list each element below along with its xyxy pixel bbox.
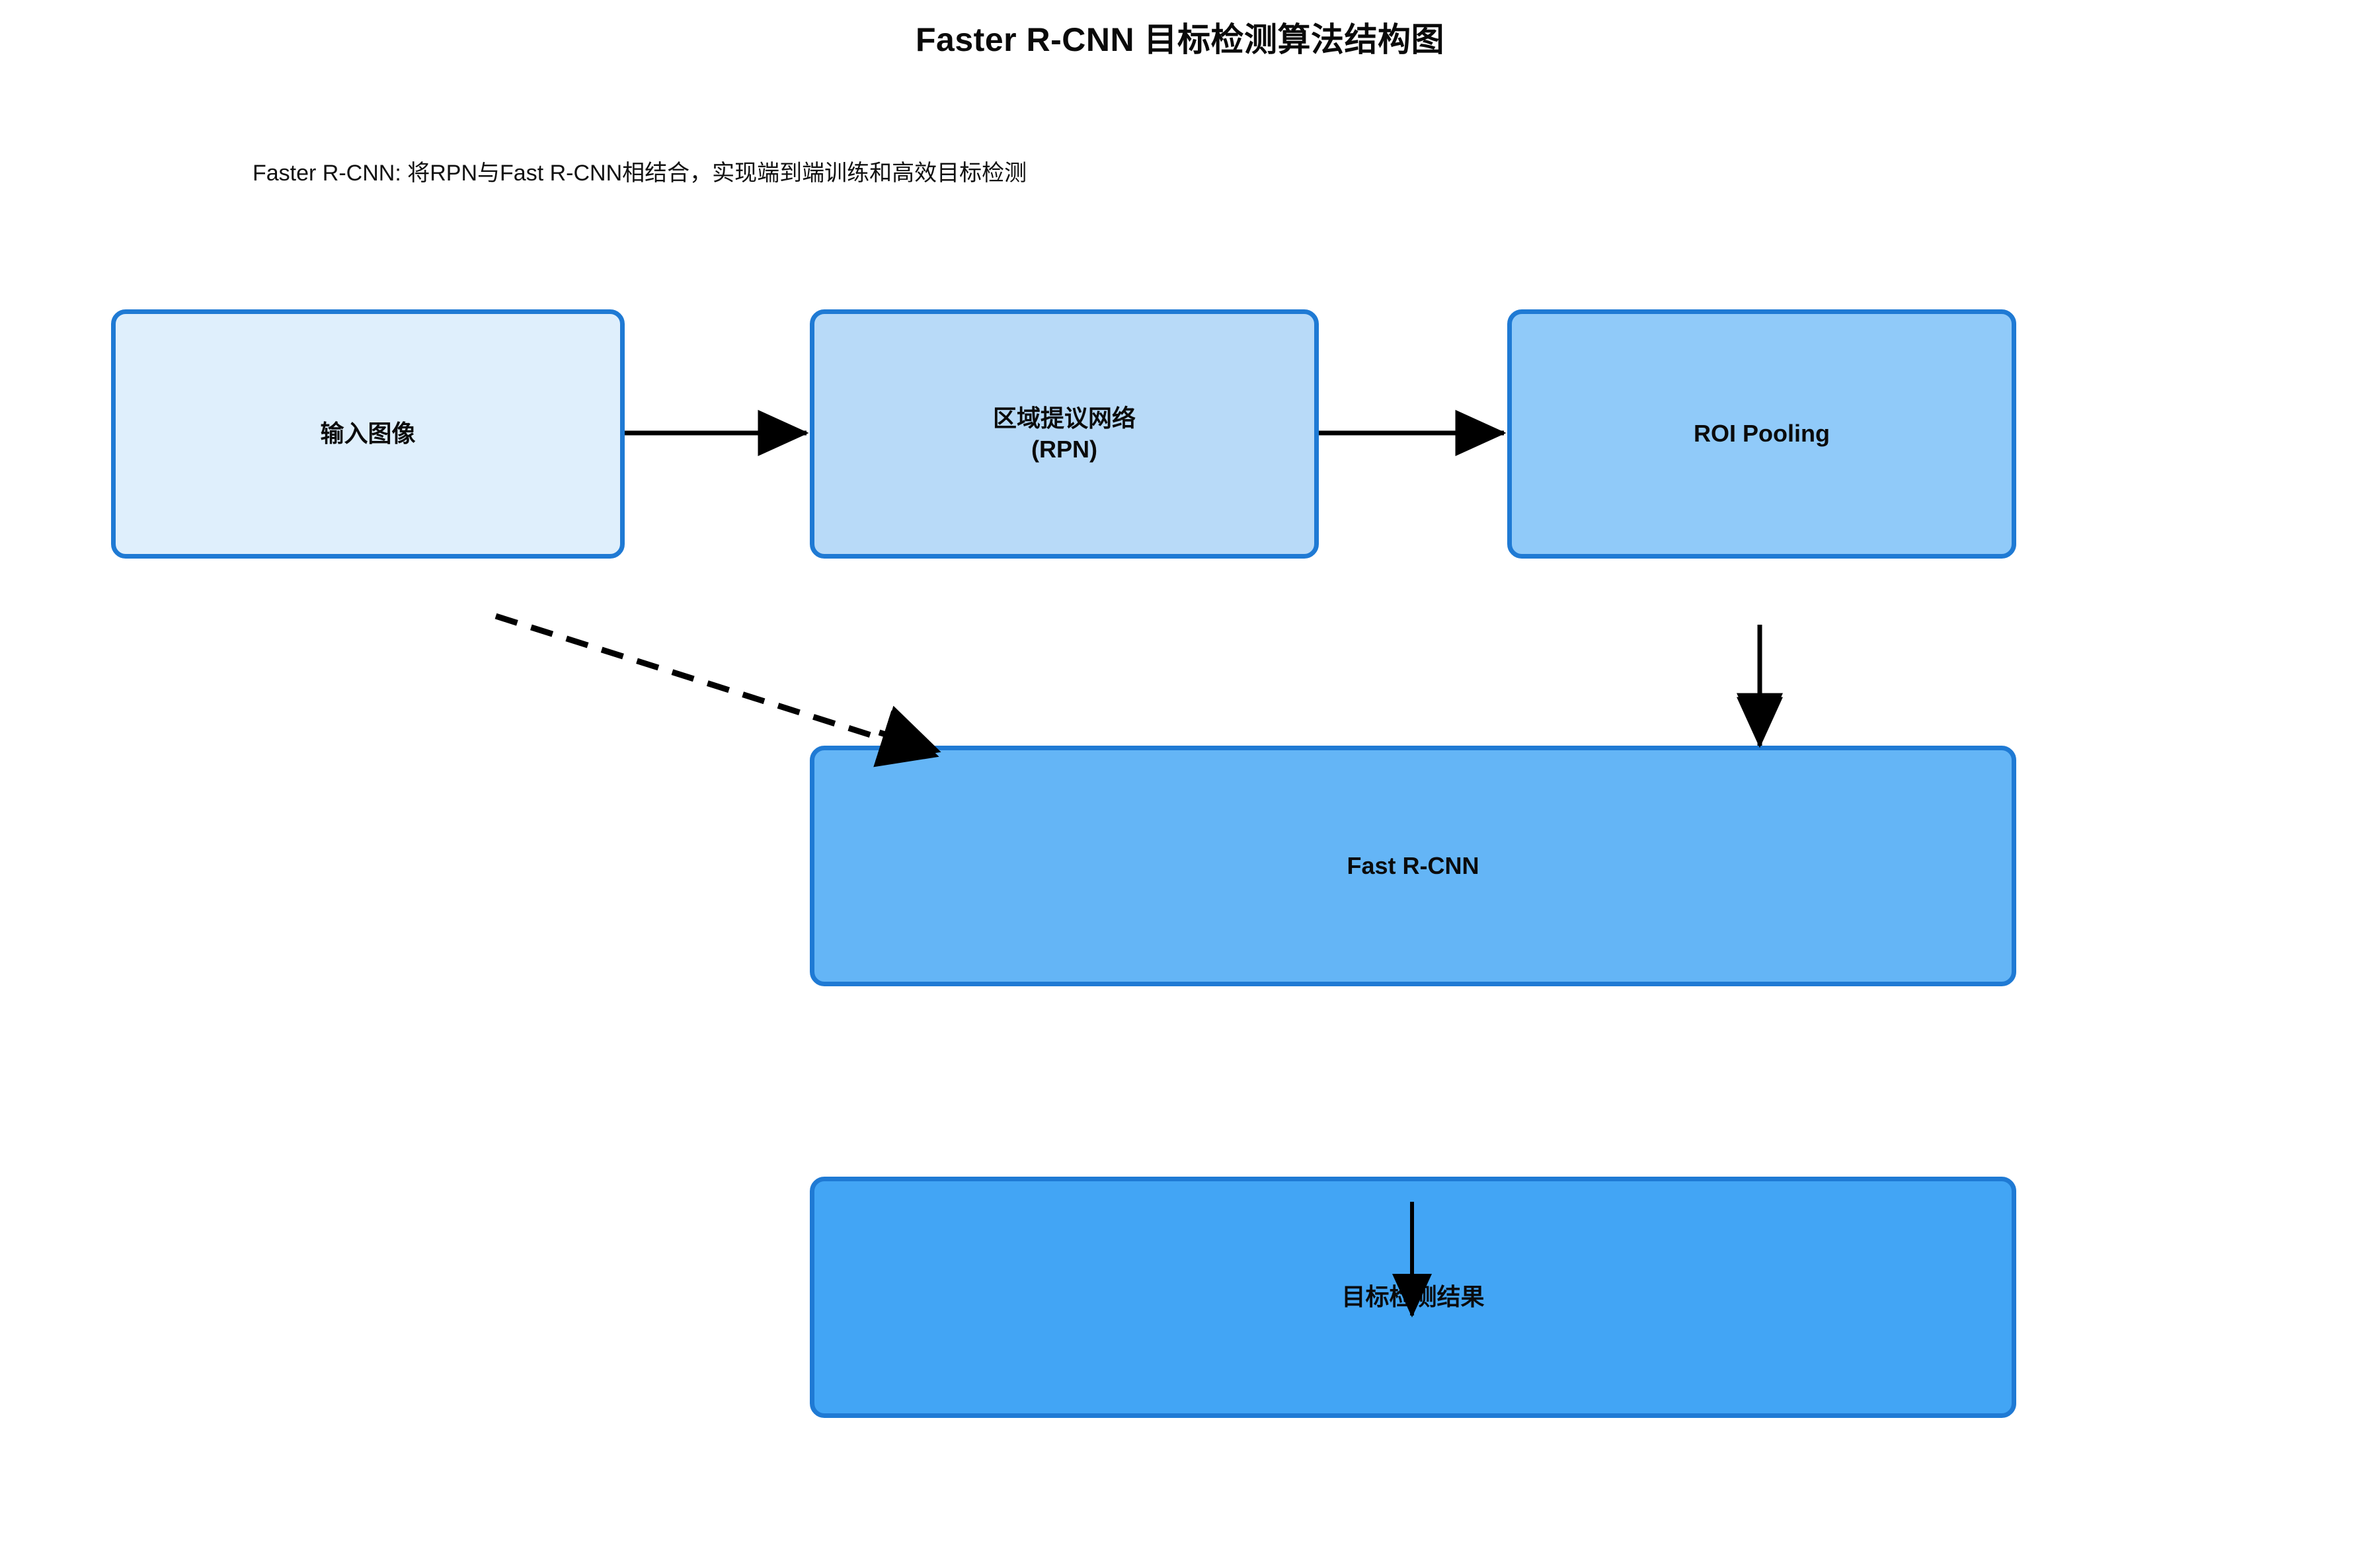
node-fast-rcnn-label: Fast R-CNN: [1347, 851, 1479, 879]
node-input-image-label: 输入图像: [320, 420, 416, 448]
edge-input-to-fast-rcnn: [494, 613, 939, 767]
node-detection-results-label: 目标检测结果: [1341, 1283, 1485, 1311]
node-input-image[interactable]: 输入图像: [111, 309, 625, 559]
node-rpn-label: 区域提议网络 (RPN): [992, 405, 1136, 463]
node-rpn[interactable]: 区域提议网络 (RPN): [810, 309, 1319, 559]
node-fast-rcnn[interactable]: Fast R-CNN: [810, 746, 2016, 986]
node-roi-pooling[interactable]: ROI Pooling: [1507, 309, 2016, 559]
page-title: Faster R-CNN 目标检测算法结构图: [916, 21, 1444, 58]
page-subtitle: Faster R-CNN: 将RPN与Fast R-CNN相结合，实现端到端训练…: [253, 161, 1027, 186]
node-detection-results[interactable]: 目标检测结果: [810, 1177, 2016, 1418]
node-roi-pooling-label: ROI Pooling: [1694, 420, 1830, 448]
